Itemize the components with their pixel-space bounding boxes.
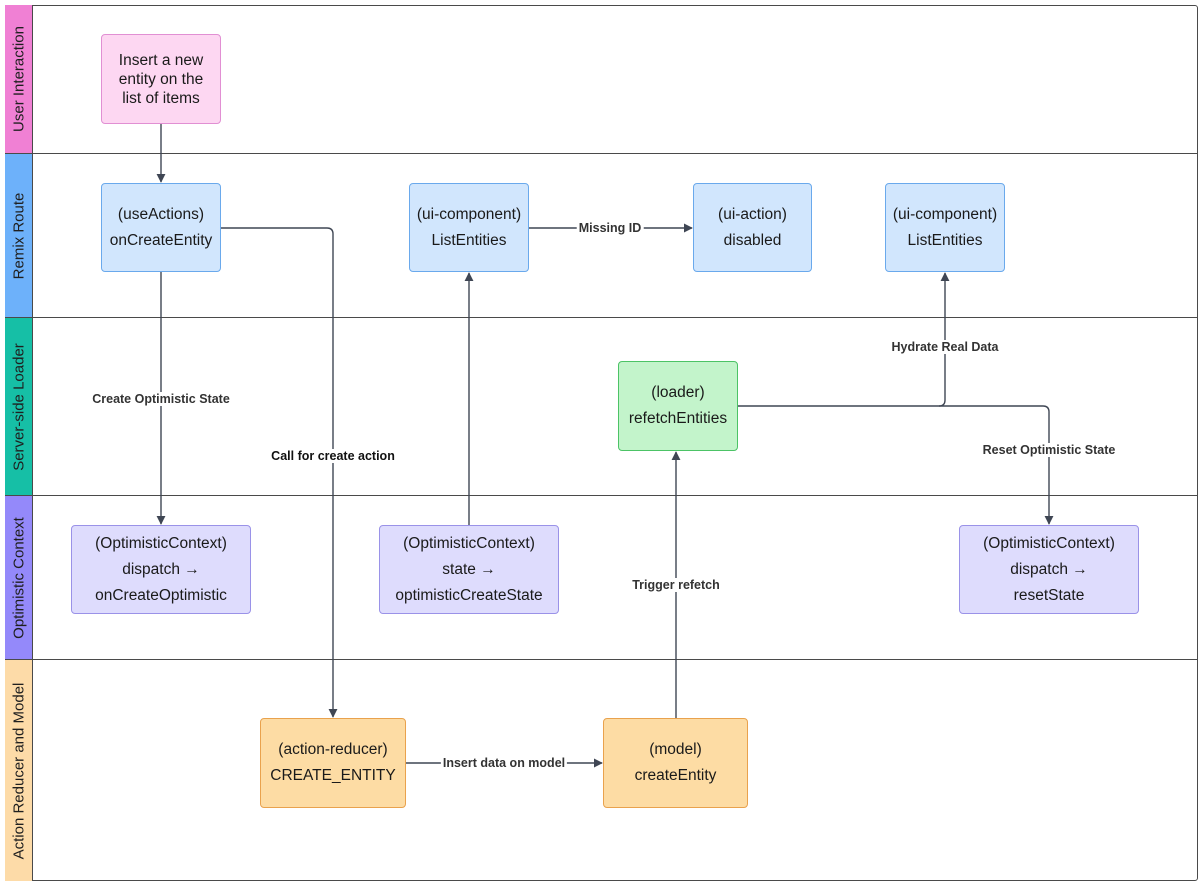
node-line: (ui-component) (416, 205, 522, 223)
node-line: resetState (1013, 586, 1085, 604)
node-line: (action-reducer) (278, 741, 388, 758)
node-model-createentity: (model) createEntity (603, 718, 748, 808)
node-line: onCreateOptimistic (95, 586, 227, 604)
lane-user-interaction: User Interaction (5, 5, 1198, 154)
lane-label-remix-route: Remix Route (5, 154, 33, 317)
node-line: (useActions) (117, 205, 205, 223)
node-line: entity on the (118, 70, 204, 88)
lane-label-optimistic-context: Optimistic Context (5, 496, 33, 659)
lane-remix-route: Remix Route (5, 154, 1198, 318)
node-line: onCreateEntity (109, 231, 213, 249)
edge-label-reset-optimistic-state: Reset Optimistic State (980, 443, 1118, 457)
node-ui-action-disabled: (ui-action) disabled (693, 183, 812, 272)
edge-label-create-optimistic-state: Create Optimistic State (90, 392, 232, 406)
lane-label-action-reducer-and-model: Action Reducer and Model (5, 660, 33, 881)
node-line: dispatch → (122, 560, 200, 578)
node-optimistic-state-optimisticcreatestate: (OptimisticContext) state → optimisticCr… (379, 525, 559, 614)
node-line: CREATE_ENTITY (270, 767, 396, 784)
node-line: dispatch → (1010, 560, 1088, 578)
node-line: optimisticCreateState (395, 586, 543, 604)
edge-label-insert-data-on-model: Insert data on model (440, 756, 568, 770)
node-line: (OptimisticContext) (403, 534, 535, 552)
edge-label-hydrate-real-data: Hydrate Real Data (889, 340, 1001, 354)
node-line: createEntity (634, 767, 717, 784)
node-action-reducer-create-entity: (action-reducer) CREATE_ENTITY (260, 718, 406, 808)
node-line: ListEntities (907, 231, 983, 249)
edge-call-for-create-action (221, 227, 338, 718)
lane-action-reducer-and-model: Action Reducer and Model (5, 660, 1198, 881)
edge-label-trigger-refetch: Trigger refetch (630, 578, 722, 592)
node-line: state → (442, 560, 496, 578)
node-insert-new-entity: Insert a new entity on the list of items (101, 34, 221, 124)
edge-reset-optimistic-state (939, 405, 1054, 525)
node-loader-refetchentities: (loader) refetchEntities (618, 361, 738, 451)
node-line: list of items (122, 89, 200, 107)
node-line: refetchEntities (628, 410, 728, 427)
node-line: Insert a new (118, 51, 204, 69)
node-line: disabled (723, 231, 782, 249)
node-line: (OptimisticContext) (983, 534, 1115, 552)
node-optimistic-dispatch-oncreateoptimistic: (OptimisticContext) dispatch → onCreateO… (71, 525, 251, 614)
node-line: (OptimisticContext) (95, 534, 227, 552)
node-line: (loader) (651, 384, 705, 401)
node-line: (ui-action) (718, 205, 787, 223)
lane-label-user-interaction: User Interaction (5, 5, 33, 153)
edge-label-missing-id: Missing ID (576, 221, 644, 235)
lane-optimistic-context: Optimistic Context (5, 496, 1198, 660)
node-optimistic-dispatch-resetstate: (OptimisticContext) dispatch → resetStat… (959, 525, 1139, 614)
lane-label-server-side-loader: Server-side Loader (5, 318, 33, 495)
lane-server-side-loader: Server-side Loader (5, 318, 1198, 496)
node-line: ListEntities (431, 231, 507, 249)
node-ui-component-listentities: (ui-component) ListEntities (409, 183, 529, 272)
node-ui-component-listentities-hydrated: (ui-component) ListEntities (885, 183, 1005, 272)
node-line: (ui-component) (892, 205, 998, 223)
edge-label-call-for-create-action: Call for create action (269, 449, 397, 463)
node-useactions-oncreateentity: (useActions) onCreateEntity (101, 183, 221, 272)
node-line: (model) (649, 741, 702, 758)
